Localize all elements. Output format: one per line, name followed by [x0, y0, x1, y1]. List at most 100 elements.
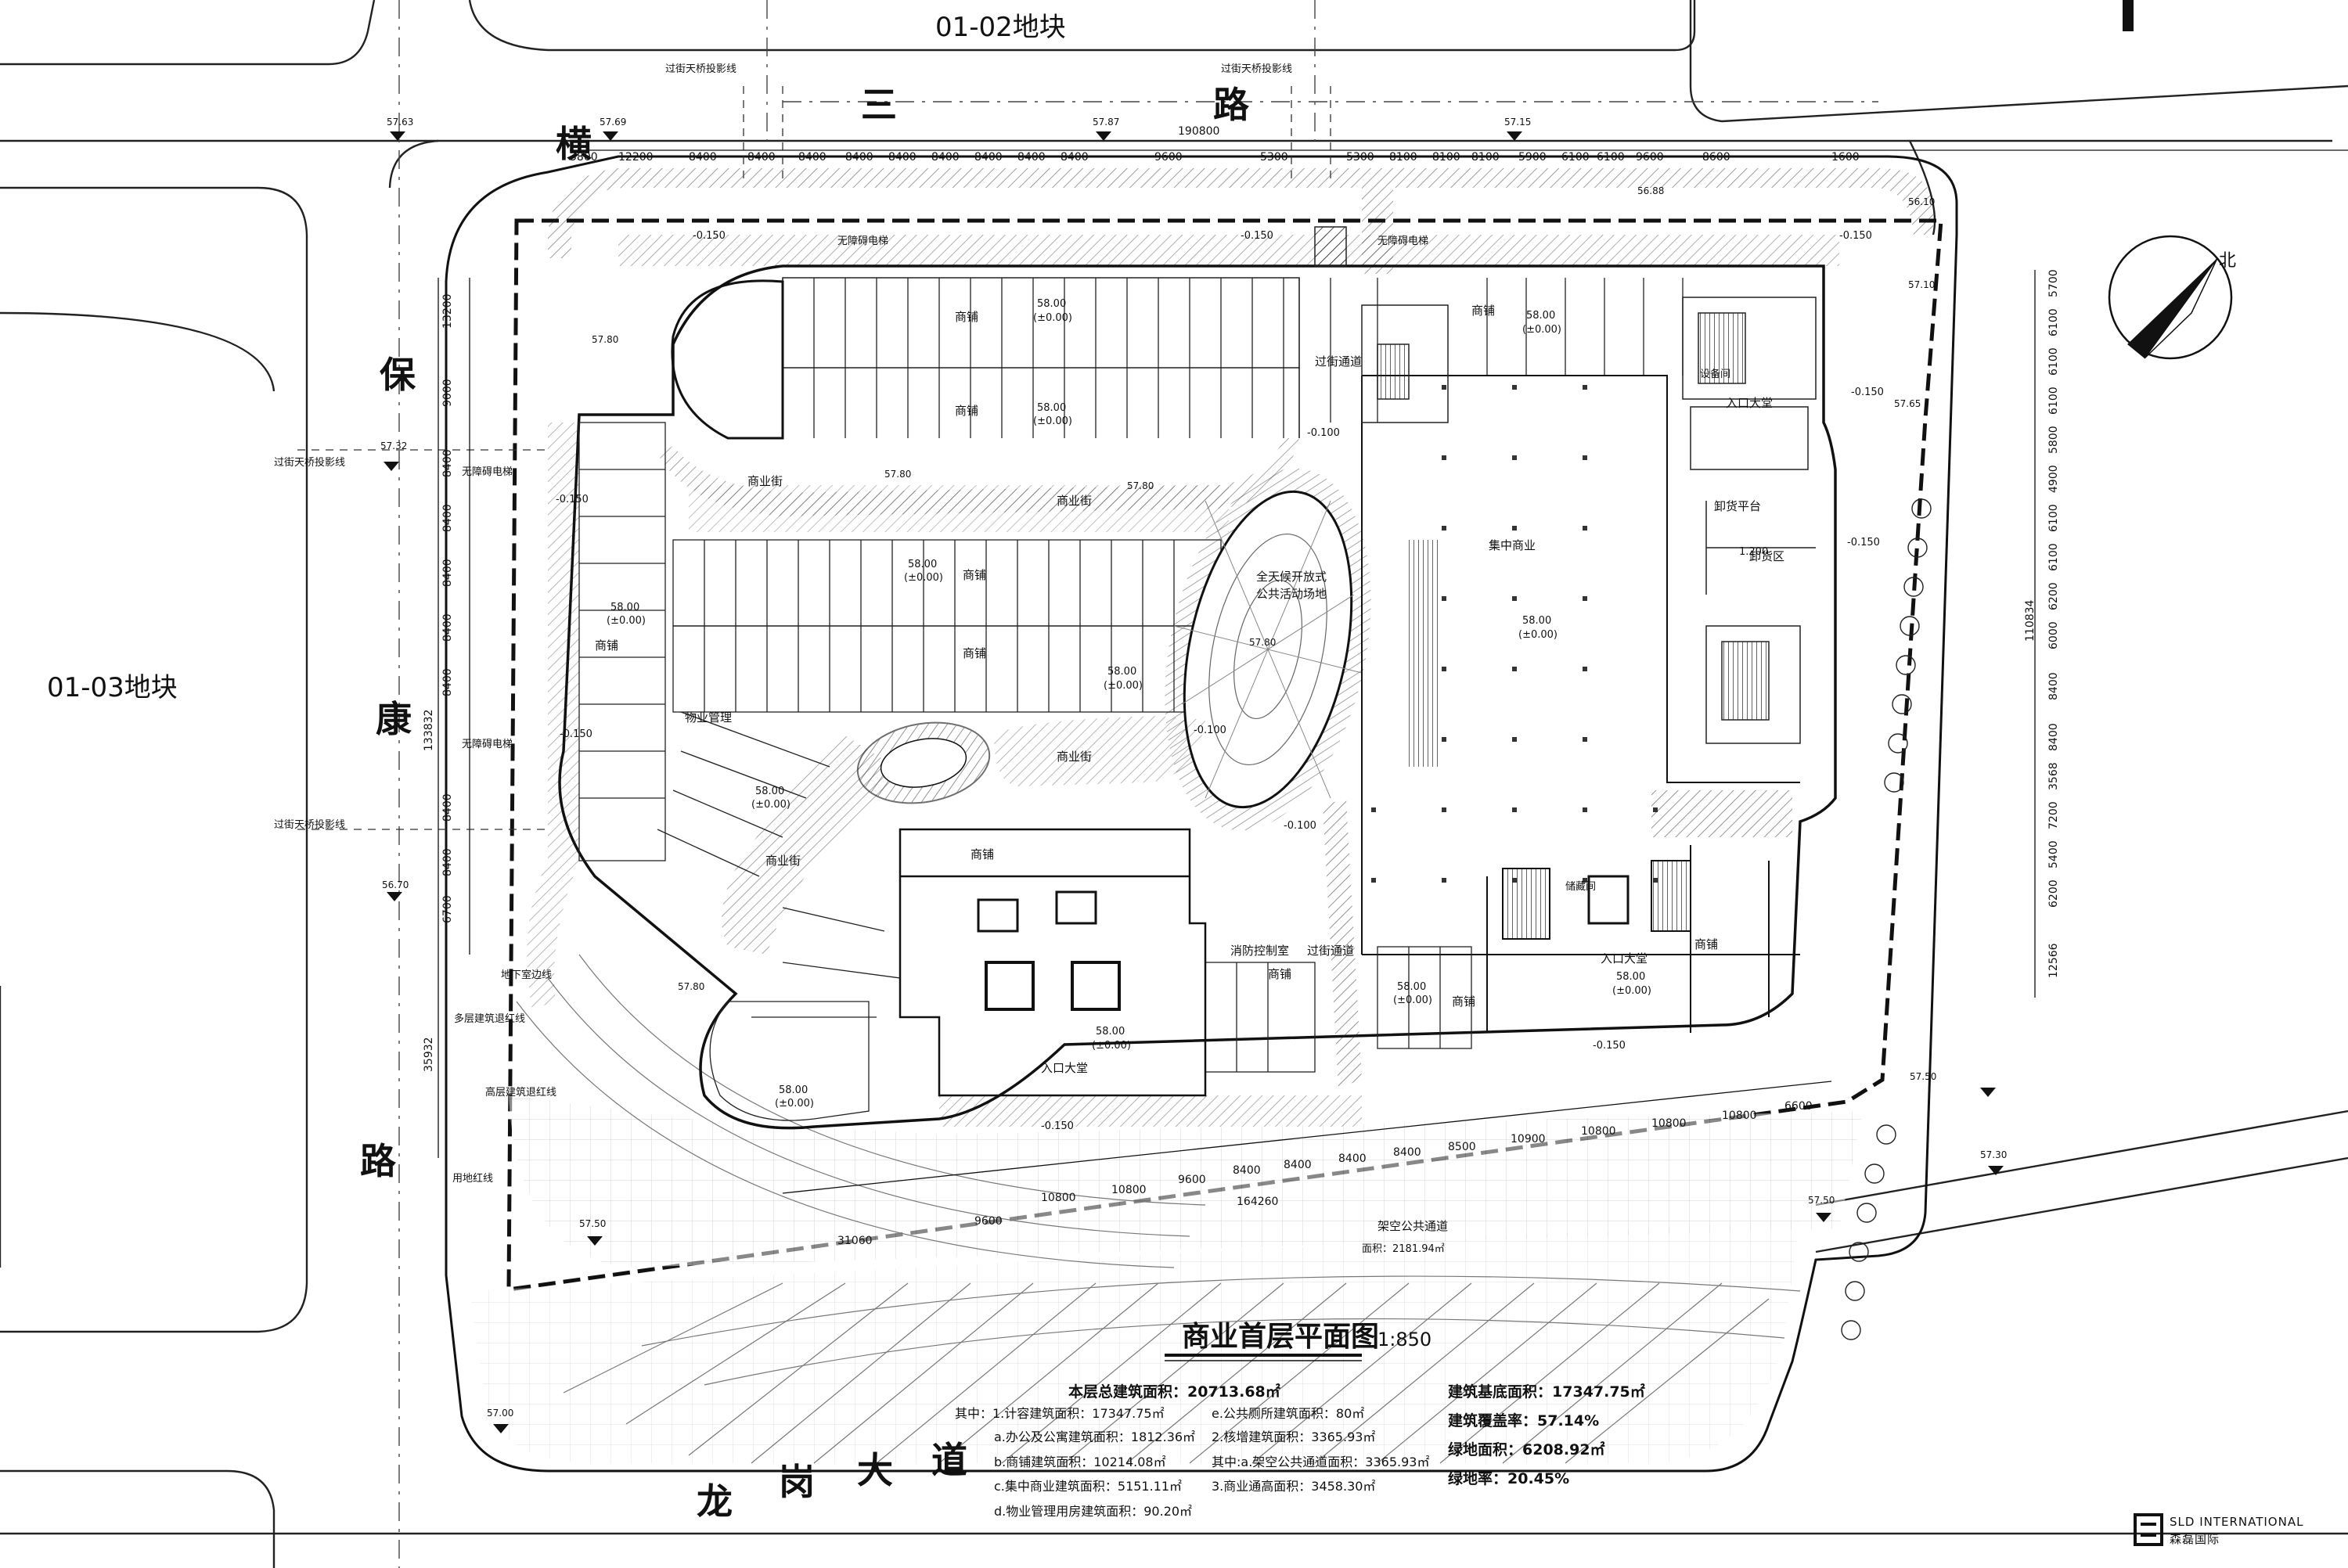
label-street-1: 商业街	[747, 474, 783, 488]
stat-left-2: b.商铺建筑面积：10214.08㎡	[994, 1455, 1166, 1469]
drawing-title: 商业首层平面图	[1182, 1321, 1379, 1353]
label-level-1: 58.00	[1037, 298, 1066, 310]
stat-left-4: d.物业管理用房建筑面积：90.20㎡	[994, 1504, 1192, 1519]
road-north-3: 路	[1213, 84, 1250, 126]
label-ramp-4: -0.150	[1851, 387, 1884, 398]
road-north-1: 横	[556, 123, 592, 165]
label-level-12: 58.00	[1526, 310, 1555, 322]
top-dim-3: 8400	[747, 151, 776, 164]
label-shop-4: 商铺	[963, 646, 986, 660]
elev-7: 57.32	[380, 441, 407, 451]
label-storage: 储藏间	[1565, 881, 1596, 893]
label-ramp-8: -0.150	[1041, 1120, 1074, 1132]
bottom-dim-8: 8500	[1448, 1141, 1476, 1153]
se-hatch	[1651, 790, 1792, 837]
east-passage-hatch	[1323, 798, 1362, 1088]
label-shop-6: 商铺	[1471, 304, 1495, 318]
top-dim-18: 6100	[1561, 151, 1590, 164]
right-dim-2: 6100	[2047, 347, 2060, 376]
right-dim-11: 8400	[2047, 723, 2060, 751]
label-level-rel-2: (±0.00)	[1033, 415, 1072, 427]
stat-mid-3: 3.商业通高面积：3458.30㎡	[1212, 1479, 1375, 1494]
label-unloading: 卸货区	[1749, 549, 1784, 563]
label-shop-8: 商铺	[1268, 967, 1291, 981]
bottom-dim-part: 31060	[837, 1235, 873, 1247]
left-dim-4: 8400	[441, 559, 454, 587]
bridge-projection-label-4: 过街天桥投影线	[274, 818, 345, 831]
top-dim-17: 5900	[1518, 151, 1547, 164]
shopping-street-sw	[722, 735, 908, 955]
right-dim-6: 6100	[2047, 504, 2060, 532]
right-dim-total: 110834	[2024, 599, 2036, 642]
top-dim-8: 8400	[974, 151, 1003, 164]
bridge-projection-label-3: 过街天桥投影线	[274, 456, 345, 469]
elev-0: 57.63	[387, 117, 413, 128]
right-dim-14: 5400	[2047, 840, 2060, 869]
atrium-oval-inner	[880, 738, 967, 788]
bottom-dim-1: 10800	[1041, 1192, 1076, 1204]
top-dim-22: 1600	[1831, 151, 1860, 164]
label-shop-2: 商铺	[955, 404, 978, 418]
right-dim-3: 6100	[2047, 387, 2060, 415]
elev-18: 57.30	[1980, 1149, 2007, 1160]
trees	[1841, 498, 1932, 1340]
top-dim-4: 8400	[798, 151, 826, 164]
road-south-4: 道	[931, 1439, 967, 1481]
stats-mid: e.公共厕所建筑面积：80㎡ 2.核增建筑面积：3365.93㎡ 其中:a.架空…	[1212, 1406, 1429, 1494]
stats-right: 建筑基底面积：17347.75㎡ 建筑覆盖率：57.14% 绿地面积：6208.…	[1448, 1383, 1645, 1487]
bottom-dim-0: 9600	[974, 1215, 1003, 1228]
label-level-4: 58.00	[610, 602, 639, 613]
road-west-1: 保	[380, 354, 416, 396]
left-dim-segments: 13200 9000 8400 8400 8400 8400 8400 8400…	[441, 293, 454, 923]
stats-left: 其中：1.计容建筑面积：17347.75㎡ a.办公及公寓建筑面积：1812.3…	[955, 1406, 1195, 1519]
bottom-dim-4: 8400	[1233, 1164, 1261, 1177]
bottom-dim-2: 10800	[1111, 1184, 1147, 1196]
north-arrow-label: 北	[2219, 251, 2236, 271]
label-ramp-5: -0.150	[1847, 537, 1880, 548]
label-passage-1: 过街通道	[1307, 944, 1354, 958]
label-level-9: 58.00	[779, 1084, 808, 1096]
label-property: 物业管理	[685, 710, 732, 725]
left-dim-9: 6700	[441, 895, 454, 923]
right-dim-15: 6200	[2047, 879, 2060, 908]
site-line-basement: 地下室边线	[501, 969, 552, 981]
stat-left-0: 其中：1.计容建筑面积：17347.75㎡	[955, 1406, 1165, 1421]
plaza-paving	[509, 1095, 1863, 1268]
nw-oval-block	[671, 279, 784, 440]
right-dim-0: 5700	[2047, 269, 2060, 297]
block-west: 01-03地块	[47, 672, 178, 703]
label-ramp-9: -0.150	[1593, 1040, 1626, 1052]
label-loading: 卸货平台	[1714, 499, 1761, 513]
label-ramp2-1: -0.100	[1307, 427, 1340, 439]
left-dim-5: 8400	[441, 613, 454, 642]
left-dim-0: 13200	[441, 293, 454, 329]
left-dim-3: 8400	[441, 504, 454, 532]
bridge-projection-label-1: 过街天桥投影线	[665, 63, 736, 75]
block-north: 01-02地块	[935, 12, 1066, 43]
top-dim-9: 8400	[1017, 151, 1046, 164]
red-line-dashed	[506, 218, 1943, 1292]
north-core	[1314, 226, 1449, 423]
sld-logo-icon	[2134, 1513, 2163, 1546]
label-level-rel-11: (±0.00)	[1393, 994, 1432, 1006]
logo-en: SLD INTERNATIONAL	[2170, 1515, 2303, 1529]
bottom-dim-11: 10800	[1651, 1117, 1687, 1130]
shopping-street-mid	[689, 485, 1229, 532]
elev-13: 57.80	[1249, 637, 1276, 648]
label-ramp-6: -0.150	[556, 494, 589, 505]
bottom-dim-13: 6600	[1784, 1100, 1813, 1113]
block-corners	[0, 140, 1936, 392]
road-west-3: 路	[360, 1140, 397, 1182]
label-ramp2-2: -0.100	[1194, 725, 1226, 736]
elev-10: 57.80	[592, 334, 618, 345]
left-dim-1: 9000	[441, 379, 454, 407]
elev-11: 57.80	[884, 469, 911, 480]
right-dim-4: 5800	[2047, 426, 2060, 454]
left-dim-total1: 133832	[423, 710, 435, 751]
elev-15: 57.50	[1910, 1071, 1936, 1082]
label-level-rel-8: (±0.00)	[1092, 1040, 1131, 1052]
right-dim-9: 6000	[2047, 621, 2060, 649]
label-fire: 消防控制室	[1230, 944, 1289, 958]
top-dim-16: 8100	[1471, 151, 1500, 164]
left-dim-8: 8400	[441, 848, 454, 876]
